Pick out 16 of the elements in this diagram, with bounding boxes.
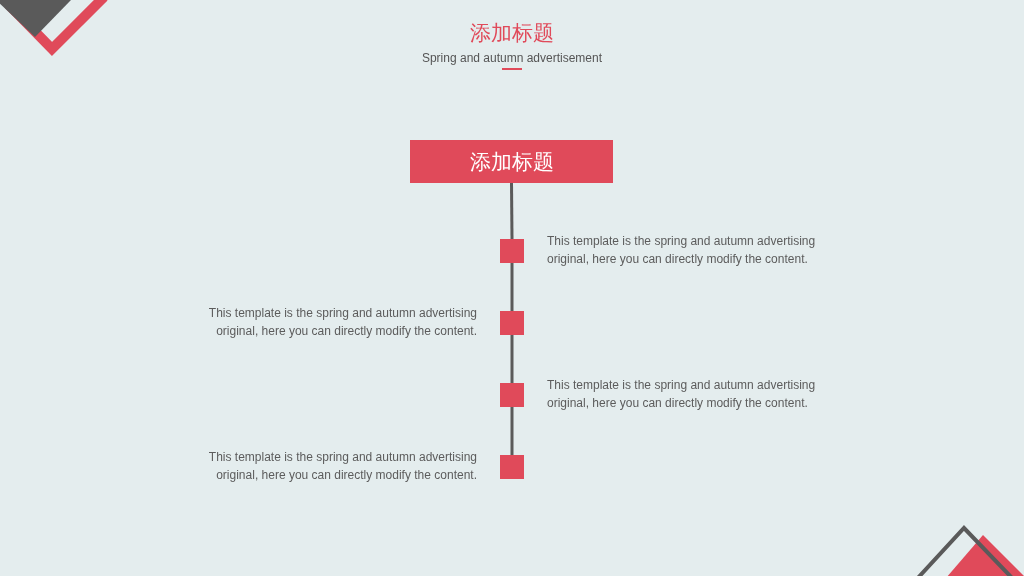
timeline-marker — [500, 383, 524, 407]
header-box — [410, 140, 613, 183]
connector-line — [510, 407, 514, 455]
timeline-marker — [500, 311, 524, 335]
description-text: This template is the spring and autumn advertising original, here you can directly modify the content. — [207, 305, 477, 340]
description-text: This template is the spring and autumn advertising original, here you can directly modify the content. — [547, 377, 817, 412]
connector-line — [510, 183, 514, 239]
timeline-marker — [500, 239, 524, 263]
slide-title: 添加标题 — [469, 20, 555, 46]
timeline-marker — [500, 455, 524, 479]
description-text: This template is the spring and autumn advertising original, here you can directly modify the content. — [207, 449, 477, 484]
connector-line — [510, 335, 514, 383]
subtitle: Spring and autumn advertisement — [420, 50, 604, 66]
description-text: This template is the spring and autumn advertising original, here you can directly modify the content. — [547, 233, 817, 268]
connector-line — [510, 263, 514, 311]
header-text: 添加标题 — [469, 148, 554, 175]
